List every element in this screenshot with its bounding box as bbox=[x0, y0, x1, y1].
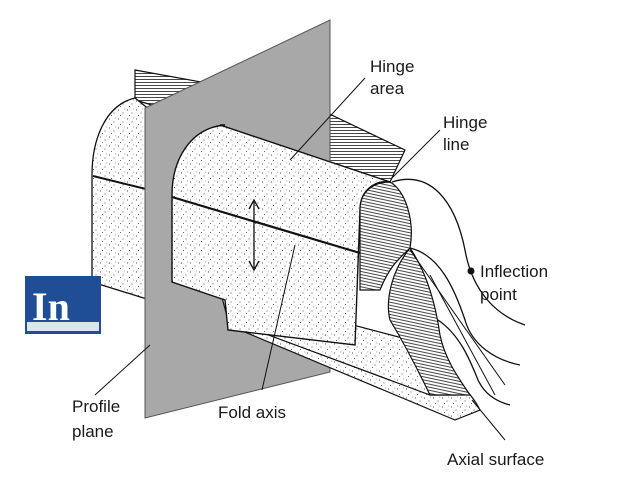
leader-fold-axis bbox=[261, 244, 296, 391]
leader-hinge-line bbox=[391, 129, 441, 179]
axial-surface-edge-1 bbox=[409, 249, 506, 386]
leader-hinge-area bbox=[289, 77, 366, 161]
label-hinge-area-2: area bbox=[370, 79, 405, 98]
hinge-line bbox=[171, 195, 361, 255]
leader-profile-plane bbox=[94, 344, 151, 396]
logo: In bbox=[25, 276, 101, 334]
axial-surface-upper bbox=[391, 178, 526, 326]
label-profile-1: Profile bbox=[72, 397, 120, 416]
label-axial-surface: Axial surface bbox=[447, 450, 544, 469]
logo-text: In bbox=[32, 284, 70, 329]
rotation-arrow-head-top bbox=[248, 198, 260, 210]
label-inflection-2: point bbox=[480, 285, 517, 304]
back-fold-layer bbox=[91, 97, 151, 301]
leader-axial-surface bbox=[471, 399, 506, 441]
axial-surface-edge-2 bbox=[429, 274, 496, 396]
label-fold-axis: Fold axis bbox=[218, 403, 286, 422]
label-hinge-area-1: Hinge bbox=[370, 57, 414, 76]
inflection-point-marker bbox=[467, 267, 475, 275]
label-hinge-line-2: line bbox=[443, 135, 469, 154]
main-fold-surface bbox=[171, 124, 391, 346]
fold-limb-layers bbox=[387, 246, 472, 396]
axial-surface-lower bbox=[437, 319, 511, 406]
fold-edge-layers bbox=[359, 181, 412, 291]
rotation-arrow-head-bottom bbox=[248, 260, 260, 272]
label-hinge-line-1: Hinge bbox=[443, 113, 487, 132]
label-profile-2: plane bbox=[72, 422, 114, 441]
axial-surface-middle bbox=[409, 247, 521, 366]
back-fold-axis-line bbox=[92, 175, 151, 191]
label-inflection-1: Inflection bbox=[480, 262, 548, 281]
